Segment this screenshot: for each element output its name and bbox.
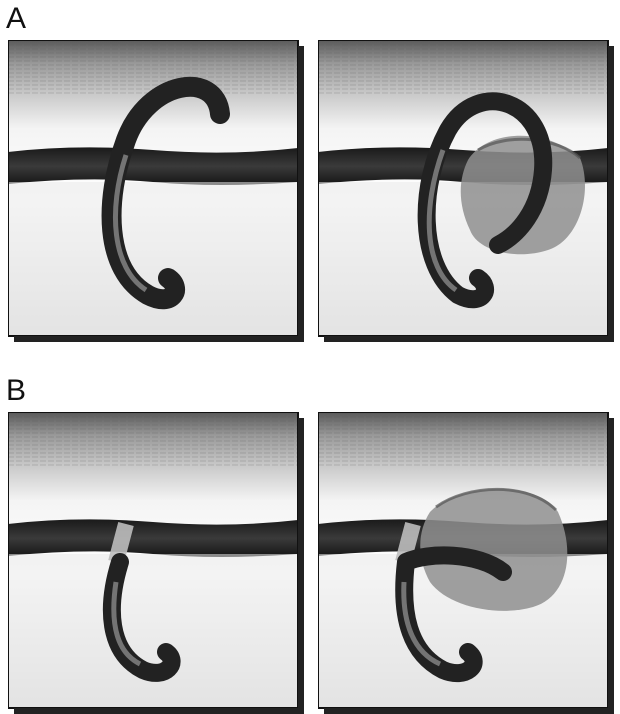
panel-a-left — [8, 40, 304, 342]
panel-b-left — [8, 412, 304, 714]
panel-group-label-a: A — [6, 4, 26, 34]
panel-b-right — [318, 412, 614, 714]
panel-a-right — [318, 40, 614, 342]
skin-band — [8, 519, 298, 557]
panel-group-label-b: B — [6, 376, 26, 406]
skin-band — [8, 147, 298, 185]
